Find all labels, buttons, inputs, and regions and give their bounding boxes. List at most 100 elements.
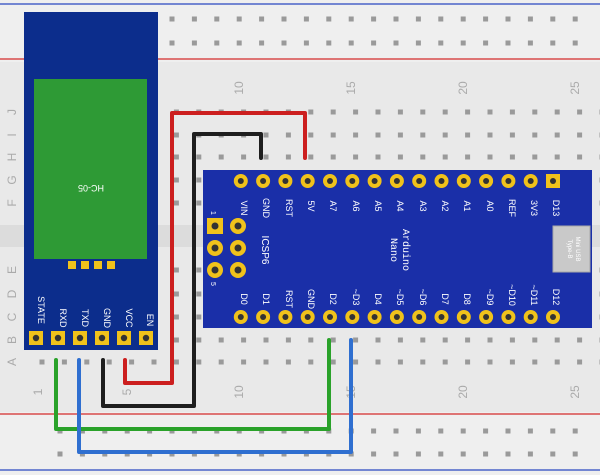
nano-pin-label-rst-top: RST: [284, 199, 294, 218]
breadboard-hole: [173, 337, 179, 343]
wire-rxd-d3[interactable]: [54, 338, 331, 431]
breadboard-hole: [442, 154, 448, 160]
hc05-pin-hole: [120, 334, 128, 342]
nano-pin-label-d1: D1: [261, 293, 271, 305]
mini-usb-connector: [552, 225, 591, 273]
nano-pin-hole: [393, 178, 400, 184]
breadboard-hole: [173, 200, 179, 206]
nano-pin-hole: [460, 178, 467, 184]
nano-pin-hole: [505, 178, 512, 184]
rail-hole: [505, 16, 511, 22]
nano-pin-label-d5: ~D5: [395, 289, 405, 306]
rail-hole: [438, 40, 444, 46]
wire-txd-d2[interactable]: [77, 338, 353, 454]
nano-pin-label-a6: A6: [351, 200, 361, 211]
rail-hole: [371, 428, 377, 434]
rail-hole: [415, 428, 421, 434]
nano-pin-hole: [349, 314, 356, 320]
nano-pin-label-rst-bottom: RST: [284, 290, 294, 309]
nano-pin-hole: [393, 314, 400, 320]
row-letter-j: J: [5, 109, 19, 115]
icsp-label: ICSP6: [259, 236, 270, 265]
rail-hole: [281, 40, 287, 46]
hc05-pin-label-vcc: VCC: [124, 308, 134, 328]
rail-hole: [505, 428, 511, 434]
nano-pin-hole: [260, 314, 267, 320]
wire-gnd-gnd[interactable]: [101, 132, 263, 408]
breadboard-hole: [263, 132, 269, 138]
rail-hole: [460, 451, 466, 457]
breadboard-hole: [554, 337, 560, 343]
nano-pin-label-a1: A1: [462, 200, 472, 211]
rail-hole: [438, 16, 444, 22]
breadboard-hole: [218, 359, 224, 365]
row-letter-d: D: [5, 289, 19, 298]
rail-hole: [505, 451, 511, 457]
breadboard-hole: [241, 359, 247, 365]
icsp-hole: [234, 266, 242, 274]
hc05-module[interactable]: HC-05 STATE RXD TXD GND VCC EN: [24, 12, 158, 350]
breadboard-hole: [397, 109, 403, 115]
rail-hole: [550, 40, 556, 46]
breadboard-hole: [554, 109, 560, 115]
nano-pin-hole: [550, 178, 556, 184]
usb-label-line1: Mini USB: [574, 236, 580, 261]
arduino-nano[interactable]: D13 3V3 REF A0 A1 A2 A3 A4 A5 A6 A7 5V R…: [203, 170, 592, 328]
breadboard-hole: [241, 154, 247, 160]
breadboard-hole: [554, 132, 560, 138]
rail-hole: [550, 16, 556, 22]
column-numbers: 10 15 20 25 1 5 10 15 20 25: [31, 81, 582, 399]
hc05-pin-hole: [98, 334, 106, 342]
breadboard-hole: [577, 109, 583, 115]
rail-hole: [483, 451, 489, 457]
breadboard-hole: [308, 132, 314, 138]
breadboard-hole: [554, 359, 560, 365]
nano-pin-label-a2: A2: [440, 200, 450, 211]
hc05-pin-hole: [54, 334, 62, 342]
nano-pin-label-d2: D2: [328, 293, 338, 305]
nano-pin-label-ref: REF: [507, 199, 517, 218]
breadboard-hole: [465, 359, 471, 365]
breadboard-hole: [532, 337, 538, 343]
hc05-pin-label-gnd: GND: [102, 308, 112, 329]
nano-pin-label-vin: VIN: [239, 200, 249, 215]
breadboard-hole: [285, 359, 291, 365]
hc05-led: [94, 261, 102, 269]
nano-pin-hole: [327, 178, 333, 184]
nano-pin-label-5v: 5V: [306, 200, 316, 211]
column-number-15-top: 15: [344, 81, 358, 95]
nano-pin-label-a0: A0: [485, 200, 495, 211]
wire-vcc-5v[interactable]: [123, 111, 307, 385]
hc05-led: [68, 261, 76, 269]
nano-pin-label-d0: D0: [239, 293, 249, 305]
nano-pin-hole: [550, 314, 556, 320]
nano-pin-hole: [527, 314, 534, 320]
rail-hole: [572, 428, 578, 434]
breadboard-hole: [196, 337, 202, 343]
nano-pin-hole: [349, 178, 356, 184]
nano-pin-hole: [438, 314, 445, 320]
nano-name-line1: Arduino: [399, 229, 411, 271]
row-letter-f: F: [5, 199, 19, 206]
breadboard-hole: [106, 359, 112, 365]
breadboard-hole: [218, 154, 224, 160]
breadboard-hole: [353, 154, 359, 160]
nano-pin-hole: [371, 314, 378, 320]
breadboard-hole: [84, 359, 90, 365]
hc05-pins: [29, 331, 153, 345]
icsp-header: [207, 218, 246, 278]
breadboard-hole: [173, 267, 179, 273]
row-letter-c: C: [5, 312, 19, 321]
rail-hole: [236, 16, 242, 22]
breadboard-hole: [532, 109, 538, 115]
nano-pin-hole: [304, 178, 311, 184]
breadboard-hole: [442, 337, 448, 343]
nano-pin-hole: [282, 178, 289, 184]
hc05-title: HC-05: [78, 183, 104, 193]
rail-hole: [415, 16, 421, 22]
rail-hole: [281, 16, 287, 22]
breadboard-hole: [420, 337, 426, 343]
breadboard-hole: [509, 109, 515, 115]
usb-label-line2: Type-B: [566, 239, 572, 258]
